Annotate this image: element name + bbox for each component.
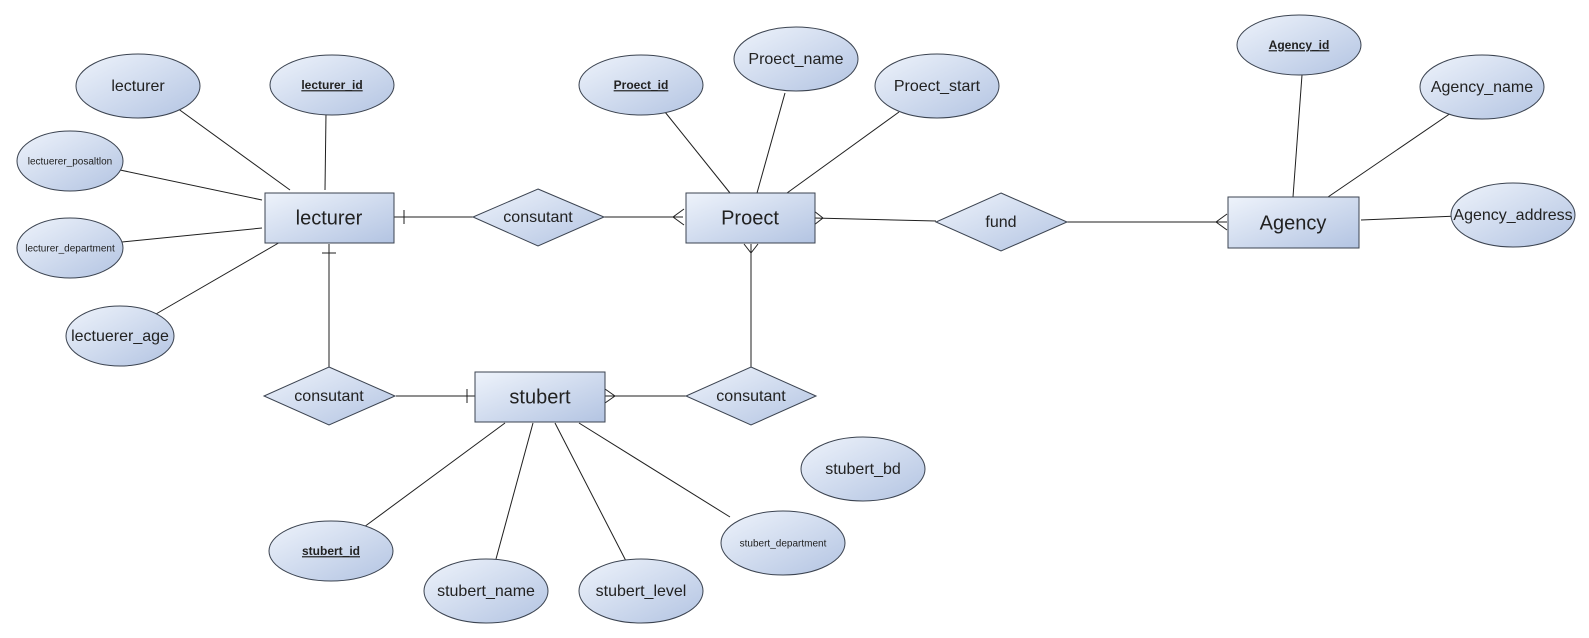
edge-lecturer-department [121, 227, 263, 243]
connector-lines [119, 74, 1459, 562]
cardinality-notation [322, 208, 1228, 404]
attr-project-start[interactable] [874, 53, 1000, 119]
edge-lecturer-age [155, 240, 283, 315]
entity-lecturer-label: lecturer [296, 207, 363, 229]
entity-project-label: Proect [721, 207, 779, 229]
entity-agency-label: Agency [1260, 212, 1327, 234]
edge-project-name [756, 92, 786, 194]
crowfoot-project-bottom-b [750, 243, 759, 254]
crowfoot-agency-left [1215, 213, 1228, 223]
edge-project-start [786, 111, 900, 194]
attr-student-level-label: stubert_level [596, 583, 687, 600]
rel-lecturer-student-label: consutant [294, 388, 364, 405]
entity-project[interactable] [685, 192, 816, 244]
rel-student-project-label: consutant [716, 388, 786, 405]
rel-lecturer-project[interactable] [471, 188, 606, 247]
attr-student-department[interactable] [720, 510, 846, 576]
attributes: lecturer lecturer_id lectuerer_posaltlon… [16, 14, 1576, 624]
attr-lecturer-id[interactable] [269, 54, 395, 116]
entity-student[interactable] [474, 371, 606, 423]
entity-agency[interactable] [1227, 196, 1360, 249]
attr-lecturer-department-label: lecturer_department [25, 244, 115, 255]
edge-project-id [664, 111, 731, 194]
edge-lecturer-id [324, 112, 327, 191]
attr-student-level[interactable] [578, 558, 704, 624]
attr-student-id[interactable] [268, 520, 394, 582]
edge-agency-name [1327, 112, 1452, 198]
attr-project-id[interactable] [578, 54, 704, 116]
attr-lecturer-department[interactable] [16, 217, 124, 279]
attr-student-id-label: stubert_id [302, 544, 360, 558]
attr-agency-name-label: Agency_name [1431, 79, 1533, 96]
attr-student-name[interactable] [423, 558, 549, 624]
crowfoot-student-right-b [604, 395, 616, 404]
crowfoot-project-left-b [672, 216, 685, 226]
edge-project-to-fund [813, 217, 937, 222]
attr-lecturer-position-label: lectuerer_posaltlon [28, 157, 113, 168]
attr-lecturer-name[interactable] [75, 53, 201, 119]
attr-agency-address-label: Agency_address [1453, 207, 1572, 224]
attr-lecturer-id-label: lecturer_id [301, 78, 362, 92]
attr-project-id-label: Proect_id [614, 78, 669, 92]
crowfoot-project-left [672, 208, 685, 218]
attr-student-bd[interactable] [800, 436, 926, 502]
rel-project-agency[interactable] [934, 192, 1069, 252]
attr-agency-id-label: Agency_id [1269, 38, 1330, 52]
attr-lecturer-age[interactable] [65, 305, 175, 367]
attr-student-name-label: stubert_name [437, 583, 535, 600]
edge-student-name [495, 422, 534, 560]
edge-student-level [554, 422, 627, 562]
entity-student-label: stubert [509, 386, 571, 408]
edge-agency-address [1360, 215, 1459, 221]
attr-project-start-label: Proect_start [894, 78, 981, 95]
entity-lecturer[interactable] [264, 192, 395, 244]
attr-lecturer-position[interactable] [16, 130, 124, 192]
rel-student-project[interactable] [684, 366, 818, 426]
attr-agency-id[interactable] [1236, 14, 1362, 76]
crowfoot-student-right [604, 388, 616, 397]
edge-lecturer-position [119, 169, 263, 201]
attr-agency-address[interactable] [1450, 182, 1576, 248]
rel-project-agency-label: fund [985, 214, 1016, 231]
rel-lecturer-student[interactable] [262, 366, 397, 426]
rel-lecturer-project-label: consutant [503, 209, 573, 226]
crowfoot-project-bottom [743, 243, 752, 254]
edge-lecturer-name [176, 107, 291, 191]
crowfoot-agency-left-b [1215, 221, 1228, 231]
attr-project-name[interactable] [733, 26, 859, 92]
edge-student-id [363, 422, 506, 528]
edge-agency-id [1292, 74, 1303, 198]
attr-agency-name[interactable] [1419, 54, 1545, 120]
attr-lecturer-name-label: lecturer [111, 78, 165, 95]
attr-lecturer-age-label: lectuerer_age [71, 328, 169, 345]
entities: lecturer Proect Agency stubert [264, 192, 1360, 423]
attr-student-department-label: stubert_department [740, 539, 827, 550]
attr-project-name-label: Proect_name [748, 51, 843, 68]
attr-student-bd-label: stubert_bd [825, 461, 901, 478]
edge-student-department [578, 422, 731, 518]
relationships: consutant fund consutant consutant [262, 188, 1069, 426]
